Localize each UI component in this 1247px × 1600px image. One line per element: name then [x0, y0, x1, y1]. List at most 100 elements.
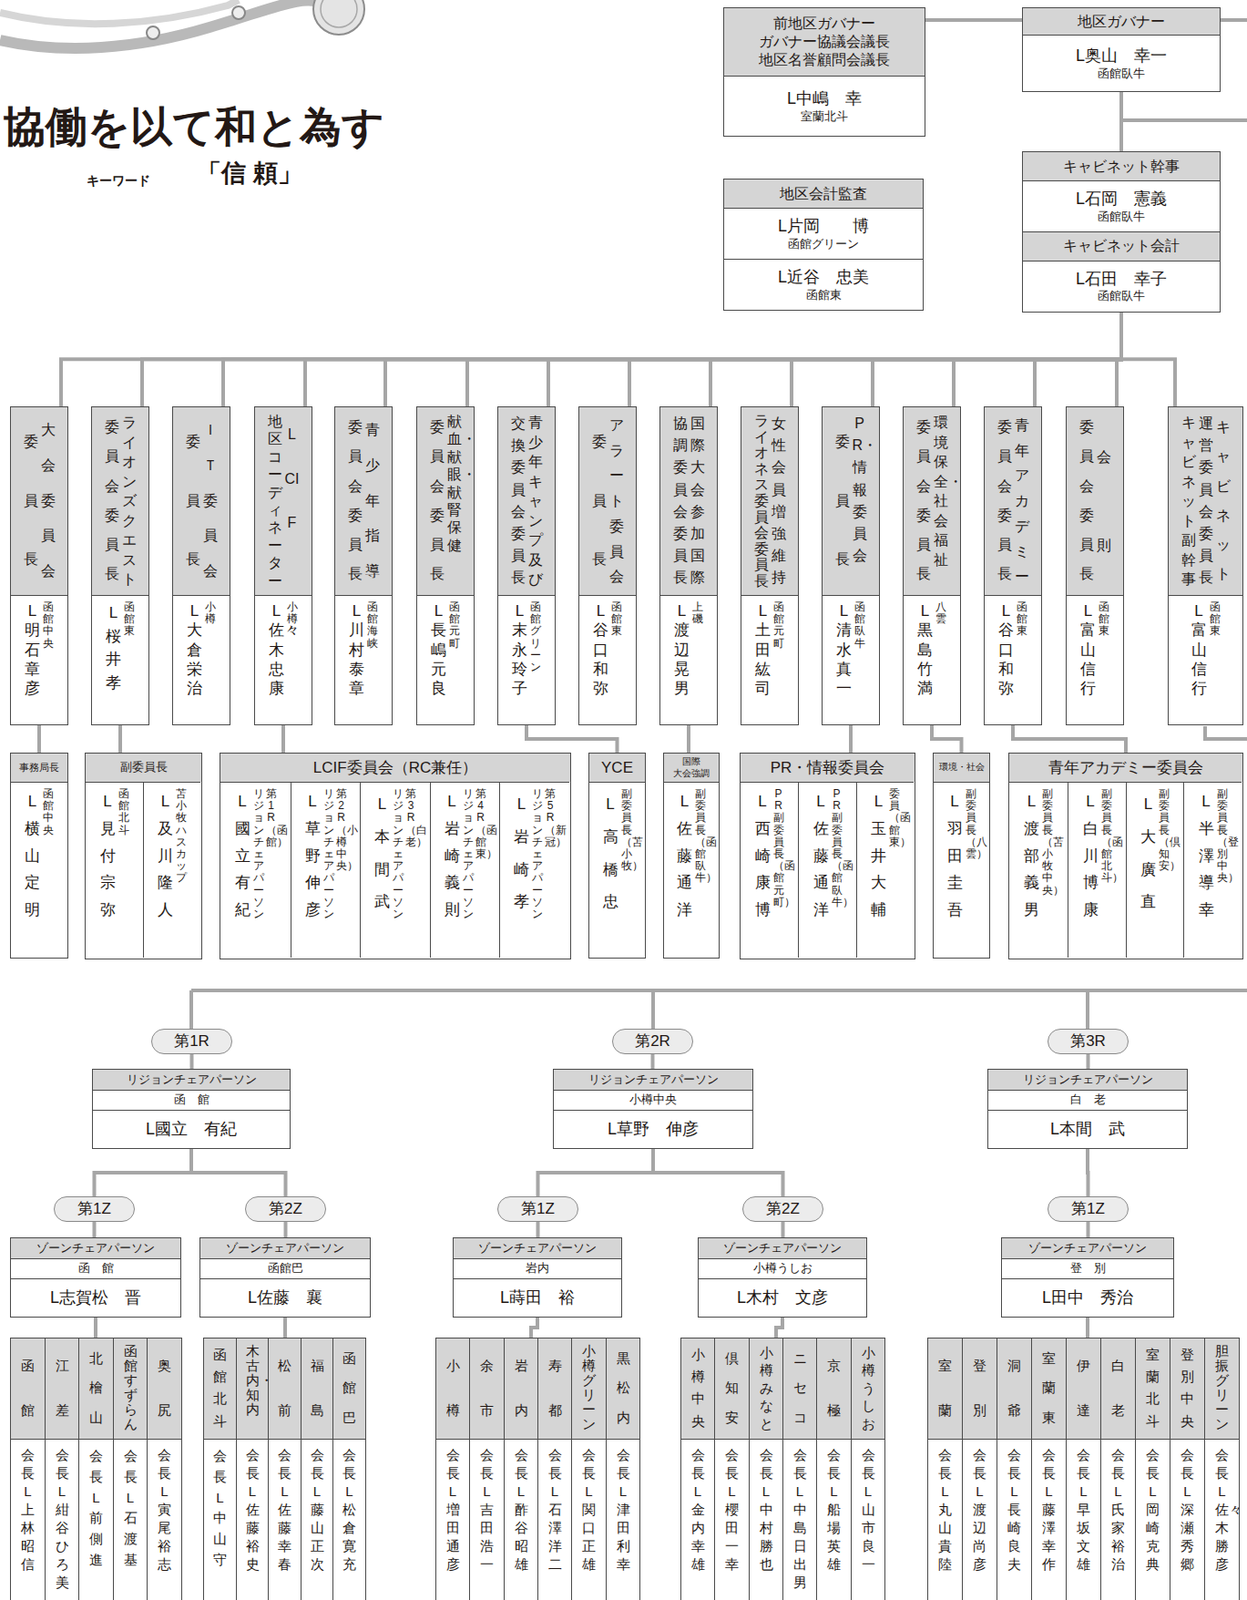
- text-column: ＩＴ委員会: [203, 412, 218, 590]
- name-band: L近谷 忠美函館東: [724, 258, 923, 310]
- row-band: 函 館: [92, 1089, 290, 1110]
- club-name: 函館東: [123, 601, 135, 638]
- connector-line: [1012, 725, 1126, 753]
- body-band: 会長L佐々木勝彦: [1205, 1438, 1239, 1600]
- text-column: 倶知安: [725, 1343, 739, 1432]
- club-cell: 小樽うしお会長L山市 良一: [850, 1337, 886, 1600]
- club-cell: 函館すずらん会長L石渡 基: [112, 1337, 148, 1600]
- club-name: 室蘭東: [1042, 1343, 1056, 1433]
- person-name: L中嶋 幸: [787, 88, 862, 110]
- club-cell: 室蘭北斗会長L岡崎 克典: [1134, 1337, 1171, 1600]
- header-band: 洞爺: [997, 1338, 1032, 1439]
- role-text: 副委員長（倶知安）: [1158, 787, 1170, 872]
- text-column: 運営委員会委員長: [1198, 412, 1214, 590]
- text-column: L國立 有紀: [235, 787, 251, 924]
- body-band: 会長L佐藤 幸春: [268, 1438, 301, 1600]
- text-column: L半澤 導幸: [1198, 787, 1215, 924]
- group-box: PR・情報委員会PR副委員長（函館元町）L西崎 康博PR副委員長（函館臥牛）L佐…: [739, 752, 916, 960]
- text-column: 函館東: [123, 601, 135, 638]
- club-name: 黒松内: [616, 1343, 631, 1433]
- club-name: 室蘭北斗: [1145, 1343, 1160, 1433]
- role-text: 函館北斗: [118, 787, 130, 837]
- club-name: 室蘭: [938, 1343, 952, 1433]
- person-name: L奥山 幸一: [1075, 45, 1167, 67]
- label-wrap: 「信 頼」: [196, 158, 303, 188]
- place-name: 函 館: [173, 1092, 210, 1107]
- committee-title: 会則 委員会委員長: [1079, 412, 1112, 590]
- body-band: 会長L石澤 洋二: [538, 1438, 572, 1600]
- person-name: L明石 章彦: [24, 601, 41, 698]
- text-column: 小樽: [286, 601, 298, 625]
- person-name: L末永 玲子: [511, 601, 528, 698]
- text-column: 室蘭: [938, 1343, 952, 1432]
- role-title: ゾーンチェアパーソン: [1028, 1240, 1147, 1256]
- group-box: 青年アカデミー委員会副委員長（苫小牧中央）L渡部 義男副委員長（函館北斗）L白川…: [1008, 752, 1244, 960]
- connector-line: [281, 725, 286, 753]
- president-name: 会長L氏家 裕治: [1111, 1445, 1125, 1574]
- text-column: 胆振グリーン: [1215, 1343, 1229, 1432]
- name-band: L中嶋 幸室蘭北斗: [724, 75, 925, 136]
- club-name: 函館中央: [42, 601, 54, 650]
- club-name: 松前: [277, 1343, 292, 1433]
- header-band: ニセコ: [783, 1338, 817, 1439]
- club-name: 函館巴: [342, 1343, 357, 1433]
- member-cell: 委員（函館東）L玉井 大輔: [856, 781, 914, 958]
- connector-line: [1085, 1317, 1090, 1338]
- text-column: 地区コーディネーター: [267, 412, 283, 590]
- body-band: 会長L前側 進: [79, 1438, 113, 1600]
- row-band: ゾーンチェアパーソン: [10, 1237, 181, 1258]
- president-name: 会長L金内 幸雄: [691, 1445, 706, 1574]
- row-band: 白 老: [988, 1089, 1187, 1110]
- body-band: 会長L中村 勝也: [749, 1438, 783, 1600]
- committee-box: ＩＴ委員会 委員長小樽L大倉 栄治: [172, 406, 231, 726]
- role-title: 地区会計監査: [779, 184, 868, 204]
- text-column: 会長L関口 正雄: [582, 1445, 596, 1574]
- text-column: 福島: [310, 1343, 325, 1432]
- person-name: L羽田 圭吾: [947, 787, 963, 924]
- president-name: 会長L早坂 文雄: [1076, 1445, 1091, 1574]
- connector-line: [536, 1221, 541, 1237]
- club-cell: 江差会長L紺谷ひろ美: [44, 1337, 80, 1600]
- keyword-label: キーワード: [86, 173, 151, 189]
- club-cell: 函館会長L上林 昭信: [10, 1337, 46, 1600]
- text-column: 会長L佐藤 幸春: [277, 1445, 292, 1574]
- club-cell: 寿都会長L石澤 洋二: [537, 1337, 573, 1600]
- body-band: 会長L中山 守: [204, 1438, 236, 1600]
- body-band: 会長L金内 幸雄: [681, 1438, 715, 1600]
- club-cell: 奥尻会長L寅尾 裕志: [146, 1337, 183, 1600]
- club-cell: 小樽中央会長L金内 幸雄: [680, 1337, 716, 1600]
- role-text: 第4R（函館東） リジョンチェアパーソン: [462, 787, 487, 920]
- logo-bolt: [232, 6, 246, 20]
- committee-box: アラート委員会 委員長函館東L谷口 和弥: [578, 406, 637, 726]
- text-column: 会長L船場 英雄: [827, 1445, 841, 1574]
- club-cell: 黒松内会長L津田 利幸: [605, 1337, 641, 1600]
- club-name: 洞爺: [1007, 1343, 1022, 1433]
- text-column: 会長L中山 守: [213, 1445, 227, 1571]
- club-cell: 小樽会長L増田 通彦: [435, 1337, 471, 1600]
- text-column: L桜井 孝: [105, 601, 122, 695]
- club-name: 函館グリーン: [530, 601, 542, 674]
- header-band: 事務局長: [10, 753, 68, 782]
- text-column: 会長L佐々木勝彦: [1215, 1445, 1229, 1574]
- row-band: ゾーンチェアパーソン: [453, 1237, 622, 1258]
- text-column: ニセコ: [793, 1343, 808, 1432]
- club-cell: ニセコ会長L中島日出男: [782, 1337, 818, 1600]
- row-band: L蒔田 裕: [453, 1277, 622, 1317]
- person-name: L土田 紘司: [755, 601, 771, 698]
- text-column: 会長L石澤 洋二: [548, 1445, 563, 1574]
- text-column: L岩崎 孝: [513, 787, 530, 919]
- text-column: PR副委員長（函館元町）: [773, 787, 785, 909]
- person-name: L草野 伸彦: [607, 1118, 699, 1140]
- text-column: 室蘭東: [1042, 1343, 1056, 1432]
- president-name: 会長L石澤 洋二: [548, 1445, 563, 1574]
- header-band: 青年アカデミー委員会: [1009, 753, 1243, 782]
- text-column: 函館巴: [342, 1343, 357, 1432]
- chairperson-box: リジョンチェアパーソン白 老L本間 武: [987, 1068, 1188, 1149]
- text-column: 副委員長（苫小牧）: [621, 787, 633, 872]
- connector-line: [1034, 312, 1122, 408]
- logo-ribbon: [0, 0, 328, 48]
- header-band: 会則 委員会委員長: [1066, 407, 1124, 595]
- connector-line: [710, 312, 1122, 408]
- logo-badge: [313, 0, 365, 35]
- text-column: 函館東: [1209, 601, 1221, 638]
